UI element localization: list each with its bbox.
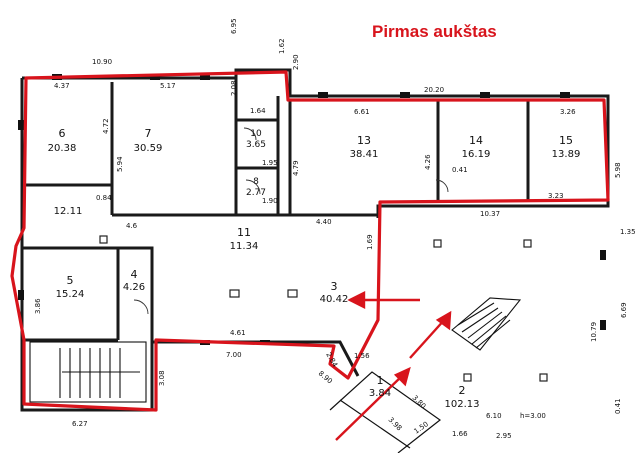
dimension-label: 6.27	[72, 420, 88, 428]
staircase-main	[451, 297, 522, 351]
room-3-area: 40.42	[320, 294, 349, 305]
entrance-ramp	[329, 371, 442, 453]
dimension-label: 4.72	[102, 118, 110, 134]
dimension-label: 6.95	[230, 18, 238, 34]
room-15-area: 13.89	[552, 149, 581, 160]
door-swings	[133, 127, 449, 315]
floor-title: Pirmas aukštas	[372, 22, 497, 41]
room-2-number: 2	[459, 384, 466, 397]
room-3-number: 3	[331, 280, 338, 293]
room-5-number: 5	[67, 274, 74, 287]
room-corridor-area: 12.11	[54, 206, 83, 217]
room-7-number: 7	[145, 127, 152, 140]
dimension-label: 1.66	[452, 430, 468, 438]
dimension-label: 3.86	[34, 298, 42, 314]
dimension-label: 6.69	[620, 302, 628, 318]
dimension-label: 4.79	[292, 160, 300, 176]
room-6-number: 6	[59, 127, 66, 140]
dimension-label: 1.90	[262, 197, 278, 205]
room-13-area: 38.41	[350, 149, 379, 160]
dimension-label: 10.79	[590, 322, 598, 342]
dimension-label: 4.37	[54, 82, 70, 90]
room-11-number: 11	[237, 226, 251, 239]
room-10-number: 10	[250, 129, 262, 139]
room-7-area: 30.59	[134, 143, 163, 154]
building-walls	[20, 68, 610, 412]
dimension-label: 1.69	[366, 234, 374, 250]
dimension-label: 6.10	[486, 412, 502, 420]
dimension-label: 2.90	[292, 54, 300, 70]
dimension-label: 4.40	[316, 218, 332, 226]
dimension-label: 1.95	[262, 159, 278, 167]
dimension-label: 7.00	[226, 351, 242, 359]
room-6-area: 20.38	[48, 143, 77, 154]
dimension-label: 0.84	[96, 194, 112, 202]
dimension-label: 3.23	[548, 192, 564, 200]
room-11-area: 11.34	[230, 241, 259, 252]
dimension-label: 1.64	[250, 107, 266, 115]
dimension-label: 6.61	[354, 108, 370, 116]
dimension-label: 1.62	[278, 38, 286, 54]
room-14-number: 14	[469, 134, 483, 147]
dimension-label: 5.17	[160, 82, 176, 90]
dimension-label: 5.94	[116, 156, 124, 172]
dimension-label: 10.37	[480, 210, 500, 218]
room-labels: 6 20.38 7 30.59 10 3.65 8 2.77 13 38.41 …	[48, 127, 581, 410]
dimension-labels: 6.95 1.62 2.90 10.90 4.37 5.17 2.08 1.64…	[34, 18, 636, 440]
room-10-area: 3.65	[246, 140, 266, 150]
dimension-label: 4.61	[230, 329, 246, 337]
dimension-label: 0.41	[614, 398, 622, 414]
room-1-number: 1	[377, 374, 384, 387]
dimension-label: 20.20	[424, 86, 444, 94]
dimension-label: 10.90	[92, 58, 112, 66]
room-8-area: 2.77	[246, 188, 266, 198]
dimension-label: 3.26	[560, 108, 576, 116]
room-13-number: 13	[357, 134, 371, 147]
dimension-label: h=3.00	[520, 412, 546, 420]
dimension-label: 1.56	[354, 352, 370, 360]
dimension-label: 3.08	[158, 370, 166, 386]
room-4-number: 4	[131, 268, 138, 281]
dimension-label: 2.08	[230, 80, 238, 96]
staircase-west	[29, 341, 147, 403]
room-8-number: 8	[253, 177, 259, 187]
room-4-area: 4.26	[123, 282, 145, 293]
dimension-label: 2.95	[496, 432, 512, 440]
dimension-label: 5.98	[614, 162, 622, 178]
column-markers	[99, 235, 548, 382]
dimension-label: 1.35	[620, 228, 636, 236]
highlight-boundary	[10, 70, 610, 412]
room-14-area: 16.19	[462, 149, 491, 160]
dimension-label: 0.41	[452, 166, 468, 174]
room-2-area: 102.13	[445, 399, 480, 410]
dimension-label: 4.26	[424, 154, 432, 170]
dimension-label: 4.6	[126, 222, 138, 230]
red-arrows	[335, 291, 452, 441]
room-5-area: 15.24	[56, 289, 85, 300]
room-1-area: 3.84	[369, 388, 391, 399]
room-15-number: 15	[559, 134, 573, 147]
